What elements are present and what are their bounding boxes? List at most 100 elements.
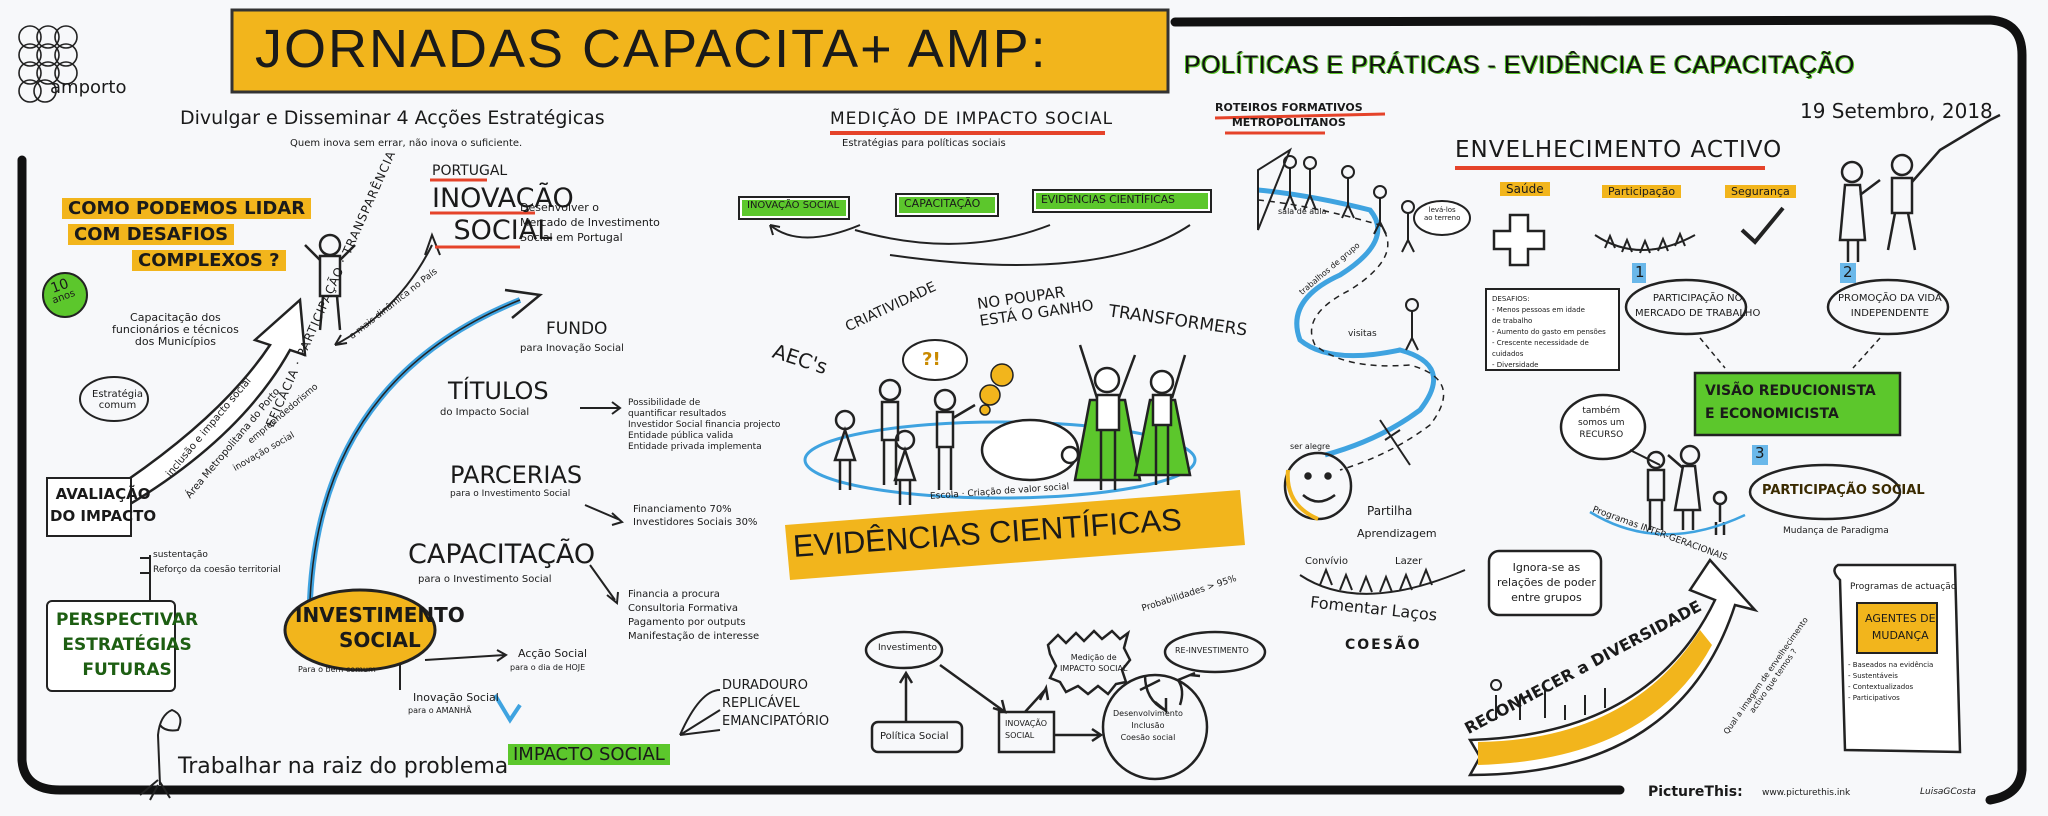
avaliacao-box: [46, 477, 132, 537]
dinamica-arrow: [334, 244, 433, 346]
amporto-logo-icon: [18, 25, 78, 103]
desafios-box: DESAFIOS: - Menos pessoas em idade de tr…: [1485, 288, 1620, 371]
fundo-heading: FUNDO: [546, 319, 608, 339]
agentes-list-item: - Baseados na evidência: [1848, 661, 1934, 669]
platform-ellipse: [803, 420, 1197, 500]
partilha-label: Partilha: [1367, 504, 1413, 518]
desafio-item: - Menos pessoas em idade de trabalho: [1492, 306, 1585, 325]
recurso-bubble-text: também somos um RECURSO: [1578, 406, 1625, 440]
branch-sustentacao: sustentação: [153, 550, 208, 560]
intergenerational-figures-icon: [1589, 444, 1746, 536]
frame: [17, 15, 2027, 805]
visitas-label: visitas: [1348, 329, 1377, 339]
question-line: COM DESAFIOS: [68, 224, 235, 245]
page-title: JORNADAS CAPACITA+ AMP:: [255, 19, 1048, 79]
investimento-ellipse: [283, 588, 437, 672]
winding-road: [1257, 147, 1445, 471]
family-figures-icon: [833, 378, 976, 505]
visao-box: [1693, 371, 1902, 437]
agentes-list-item: - Sustentáveis: [1848, 672, 1898, 680]
footer-brand: PictureThis:: [1648, 784, 1743, 800]
agentes-list: - Baseados na evidência - Sustentáveis -…: [1848, 660, 1933, 704]
capacitacao-details: Financia a procura Consultoria Formativa…: [628, 589, 760, 642]
coesao-label: COESÃO: [1345, 637, 1422, 653]
event-date: 19 Setembro, 2018: [1800, 99, 1993, 123]
perspectivar-label: PERSPECTIVAR ESTRATÉGIAS FUTURAS: [56, 610, 199, 680]
agentes-label: AGENTES DE MUDANÇA: [1865, 612, 1936, 642]
ten-years-badge: [42, 272, 88, 318]
ser-alegre-label: ser alegre: [1290, 442, 1331, 451]
inovacao-amanha-label: Inovação Social: [413, 691, 499, 704]
thought-symbols: ?!: [922, 349, 941, 370]
flow-politica-social: Política Social: [880, 731, 949, 742]
flow-medicao: Medição de IMPACTO SOCIAL: [1060, 653, 1128, 673]
participacao-social-label: PARTICIPAÇÃO SOCIAL: [1762, 483, 1925, 498]
box-label: CAPACITAÇÃO: [899, 197, 995, 213]
bem-comum-label: Para o bem comum: [298, 665, 376, 674]
capacitacao-heading: CAPACITAÇÃO: [408, 539, 596, 570]
page-subtitle: POLÍTICAS E PRÁTICAS - EVIDÊNCIA E CAPAC…: [1184, 51, 1855, 79]
titulos-sub: do Impacto Social: [440, 407, 530, 418]
participation-crowd-icon: [1594, 231, 1696, 254]
inovacao-amanha-sub: para o AMANHÃ: [408, 706, 472, 715]
flow-desenvolvimento: Desenvolvimento Inclusão Coesão social: [1113, 709, 1183, 742]
person-figure-icon: [304, 233, 356, 331]
coin-icons: [979, 363, 1014, 416]
perspectivar-box: [46, 600, 176, 692]
number-badge-1: [1632, 263, 1646, 283]
outcomes-list: DURADOURO REPLICÁVEL EMANCIPATÓRIO: [722, 677, 829, 731]
avaliacao-label: AVALIAÇÃO DO IMPACTO: [50, 485, 157, 525]
footer-url[interactable]: www.picturethis.ink: [1762, 788, 1851, 798]
medicao-heading: MEDIÇÃO DE IMPACTO SOCIAL: [830, 109, 1114, 129]
scroll-shape: [1833, 563, 1962, 754]
titulos-details: Possibilidade de quantificar resultados …: [628, 398, 781, 452]
roteiros-heading: ROTEIROS FORMATIVOS METROPOLITANOS: [1215, 101, 1363, 129]
health-cross-icon: [1492, 213, 1546, 267]
crowd-icon: [1299, 567, 1466, 595]
evidencias-banner: [785, 490, 1245, 580]
walking-figures-icon: [1283, 155, 1419, 351]
accao-social-sub: para o dia de HOJE: [510, 663, 586, 672]
number-1: 1: [1635, 263, 1645, 281]
thought-cloud-icon: [902, 339, 968, 381]
diverse-people-icon: [1490, 679, 1606, 720]
parcerias-heading: PARCERIAS: [450, 461, 583, 489]
impacto-social-label: IMPACTO SOCIAL: [508, 744, 670, 765]
pillar-label: Segurança: [1725, 185, 1796, 198]
question-line: COMO PODEMOS LIDAR: [62, 198, 312, 219]
speech-bubble: [1413, 200, 1471, 236]
finish-line-icon: [1379, 419, 1411, 466]
desafio-item: - Diversidade: [1492, 361, 1539, 369]
outcome-item: REPLICÁVEL: [722, 696, 800, 711]
superhero-figures-icon: [1073, 344, 1192, 490]
scroll-title: Programas de actuação: [1850, 582, 1957, 592]
fundo-sub: para Inovação Social: [520, 343, 624, 354]
title-banner: [230, 8, 1170, 94]
checkmark-icon: [1740, 206, 1785, 245]
piggy-bank-icon: [980, 418, 1080, 482]
challenge-question: COMO PODEMOS LIDAR COM DESAFIOS COMPLEXO…: [62, 196, 312, 274]
smiley-icon: [1283, 451, 1353, 521]
branch-coesao: Reforço da coesão territorial: [153, 565, 281, 575]
inovacao-social-heading: INOVAÇÃO SOCIAL: [432, 183, 574, 246]
desafios-title: DESAFIOS:: [1492, 295, 1530, 303]
agentes-box: [1856, 602, 1938, 654]
agentes-list-item: - Participativos: [1848, 694, 1900, 702]
estrategia-comum: Estratégia comum: [92, 389, 144, 411]
flow-reinvestimento: RE-INVESTIMENTO: [1175, 646, 1249, 655]
capacitacao-sub: para o Investimento Social: [418, 574, 552, 585]
flow-inovacao-social: INOVAÇÃO SOCIAL: [1005, 719, 1048, 740]
ignora-label: Ignora-se as relações de poder entre gru…: [1497, 561, 1596, 604]
impacto-social-highlight: IMPACTO SOCIAL: [508, 744, 670, 765]
medicao-box-capacitacao: CAPACITAÇÃO: [895, 193, 999, 217]
participacao-mercado-label: PARTICIPAÇÃO NO MERCADO DE TRABALHO: [1635, 293, 1761, 319]
leva-bubble-text: levá-los ao terreno: [1424, 206, 1461, 222]
desafio-item: - Aumento do gasto em pensões: [1492, 328, 1606, 336]
pillar-label: Saúde: [1500, 182, 1550, 196]
quote: Quem inova sem errar, não inova o sufici…: [290, 138, 523, 149]
convivio-label: Convívio: [1305, 556, 1348, 567]
aprendizagem-label: Aprendizagem: [1357, 527, 1437, 540]
number-badge-2: [1840, 263, 1856, 283]
promocao-vida-label: PROMOÇÃO DA VIDA INDEPENDENTE: [1838, 293, 1942, 319]
